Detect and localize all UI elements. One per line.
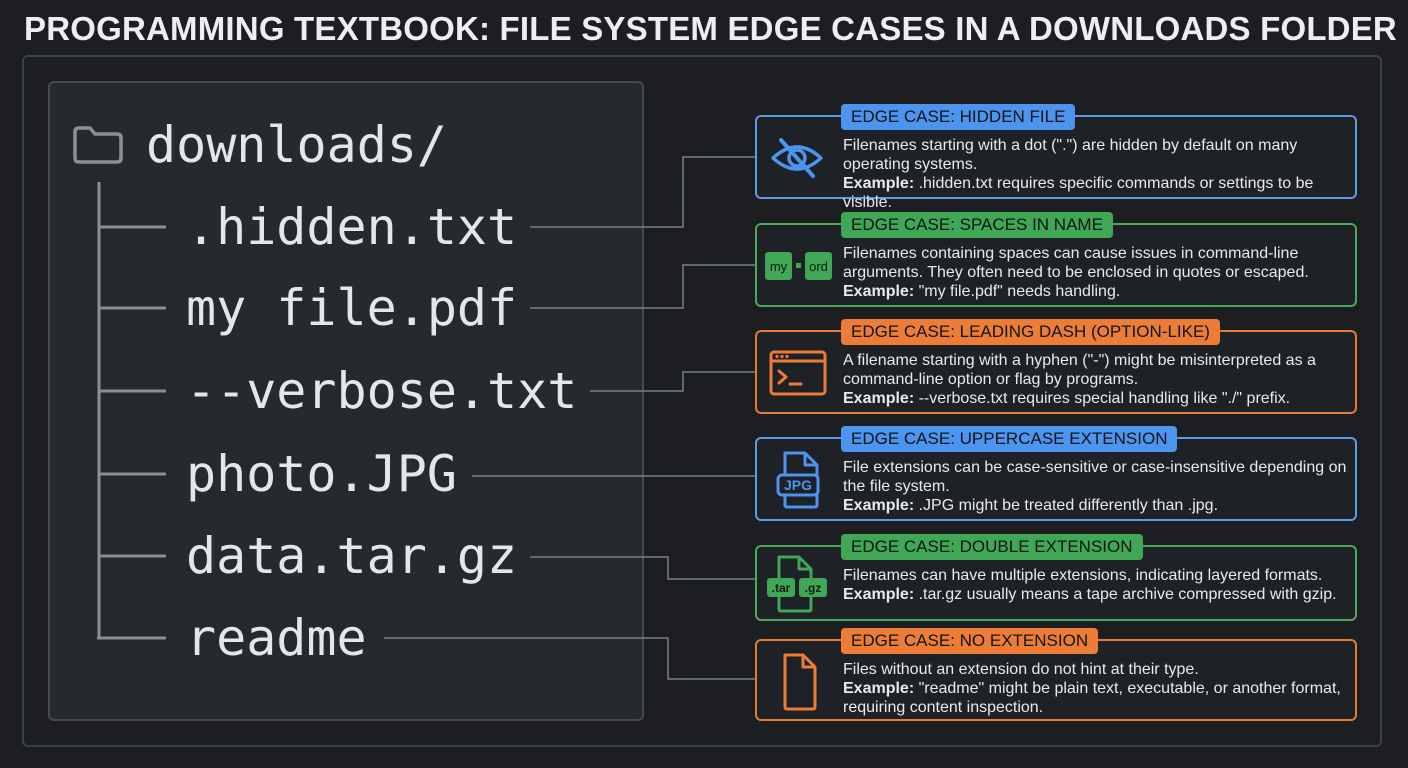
badge-spaces-in-name: EDGE CASE: SPACES IN NAME bbox=[841, 212, 1113, 238]
tree-file-spaces[interactable]: my file.pdf bbox=[186, 279, 518, 337]
card-spaces-in-name: EDGE CASE: SPACES IN NAME my ord Filenam… bbox=[755, 212, 1357, 307]
card-leading-dash: EDGE CASE: LEADING DASH (OPTION-LIKE) A … bbox=[755, 319, 1357, 414]
terminal-icon bbox=[769, 350, 827, 396]
example-label: Example: bbox=[843, 283, 915, 300]
badge-uppercase-extension: EDGE CASE: UPPERCASE EXTENSION bbox=[841, 426, 1178, 452]
card-dash-example: --verbose.txt requires special handling … bbox=[914, 390, 1291, 407]
card-double-example: .tar.gz usually means a tape archive com… bbox=[914, 586, 1337, 603]
card-double-text: Filenames can have multiple extensions, … bbox=[843, 567, 1323, 584]
card-spaces-example: "my file.pdf" needs handling. bbox=[914, 283, 1121, 300]
card-no-extension: EDGE CASE: NO EXTENSION Files without an… bbox=[755, 628, 1357, 721]
example-label: Example: bbox=[843, 586, 915, 603]
card-double-extension: EDGE CASE: DOUBLE EXTENSION .tar .gz Fil… bbox=[755, 534, 1357, 621]
card-hidden-file: EDGE CASE: HIDDEN FILE Filenames startin… bbox=[755, 104, 1357, 211]
card-dash-description: A filename starting with a hyphen ("-") … bbox=[843, 351, 1347, 408]
root-folder-label: downloads/ bbox=[146, 116, 448, 174]
badge-double-extension: EDGE CASE: DOUBLE EXTENSION bbox=[841, 534, 1143, 560]
card-spaces-description: Filenames containing spaces can cause is… bbox=[843, 244, 1347, 301]
tree-file-double[interactable]: data.tar.gz bbox=[186, 527, 518, 585]
card-uppercase-text: File extensions can be case-sensitive or… bbox=[843, 459, 1347, 495]
folder-icon bbox=[73, 126, 123, 164]
example-label: Example: bbox=[843, 680, 915, 697]
example-label: Example: bbox=[843, 497, 915, 514]
gz-label: .gz bbox=[805, 581, 822, 595]
tar-label: .tar bbox=[772, 581, 791, 595]
split-word-left: my bbox=[770, 259, 788, 274]
badge-no-extension: EDGE CASE: NO EXTENSION bbox=[841, 628, 1099, 654]
example-label: Example: bbox=[843, 390, 915, 407]
card-double-description: Filenames can have multiple extensions, … bbox=[843, 566, 1347, 604]
card-hidden-example: .hidden.txt requires specific commands o… bbox=[843, 175, 1314, 211]
example-label: Example: bbox=[843, 175, 915, 192]
tree-file-hidden[interactable]: .hidden.txt bbox=[186, 198, 518, 256]
tree-file-dash[interactable]: --verbose.txt bbox=[186, 362, 578, 420]
diagram-frame bbox=[22, 55, 1382, 747]
card-noext-text: Files without an extension do not hint a… bbox=[843, 661, 1199, 678]
card-noext-description: Files without an extension do not hint a… bbox=[843, 660, 1347, 717]
jpg-file-icon: JPG bbox=[776, 451, 820, 509]
badge-hidden-file: EDGE CASE: HIDDEN FILE bbox=[841, 104, 1076, 130]
tree-file-uppercase[interactable]: photo.JPG bbox=[186, 445, 457, 503]
card-hidden-text: Filenames starting with a dot (".") are … bbox=[843, 137, 1298, 173]
split-word-icon: my ord bbox=[765, 252, 832, 280]
eye-slash-icon bbox=[771, 138, 823, 178]
card-uppercase-extension: EDGE CASE: UPPERCASE EXTENSION JPG File … bbox=[755, 426, 1357, 521]
card-uppercase-example: .JPG might be treated differently than .… bbox=[914, 497, 1219, 514]
card-spaces-text: Filenames containing spaces can cause is… bbox=[843, 245, 1309, 281]
tree-file-noext[interactable]: readme bbox=[186, 609, 367, 667]
card-uppercase-description: File extensions can be case-sensitive or… bbox=[843, 458, 1347, 515]
badge-leading-dash: EDGE CASE: LEADING DASH (OPTION-LIKE) bbox=[841, 319, 1220, 345]
blank-file-icon bbox=[783, 653, 817, 711]
card-dash-text: A filename starting with a hyphen ("-") … bbox=[843, 352, 1316, 388]
split-word-right: ord bbox=[809, 259, 828, 274]
tar-gz-file-icon: .tar .gz bbox=[767, 555, 827, 613]
card-hidden-description: Filenames starting with a dot (".") are … bbox=[843, 136, 1347, 212]
jpg-label: JPG bbox=[784, 477, 812, 493]
card-noext-example: "readme" might be plain text, executable… bbox=[843, 680, 1341, 716]
page-title: PROGRAMMING TEXTBOOK: FILE SYSTEM EDGE C… bbox=[24, 10, 1397, 47]
